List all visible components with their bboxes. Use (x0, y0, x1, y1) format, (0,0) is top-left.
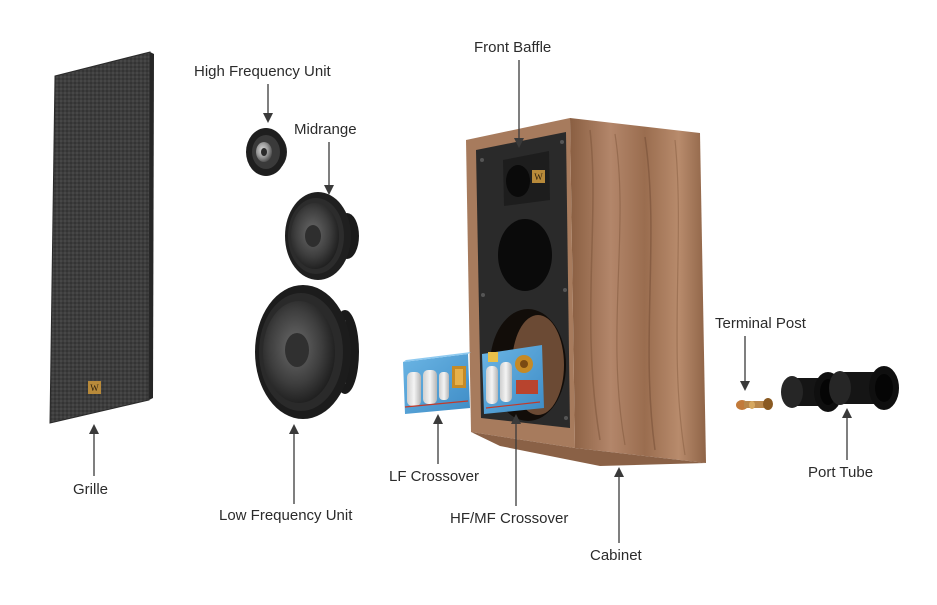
svg-text:W: W (90, 383, 99, 393)
label-midrange: Midrange (294, 121, 357, 138)
leader-lines (89, 60, 852, 543)
high-frequency-unit (246, 128, 287, 176)
label-low-frequency-unit: Low Frequency Unit (219, 507, 353, 524)
lf-crossover (403, 352, 471, 414)
grille: W (49, 51, 154, 424)
hf-mf-crossover (482, 345, 544, 414)
port-tube (781, 366, 899, 412)
arrow-up-icon (511, 414, 521, 424)
terminal-post (736, 398, 773, 410)
arrow-down-icon (514, 138, 524, 148)
arrow-down-icon (263, 113, 273, 123)
low-frequency-unit (255, 285, 359, 419)
label-hf-mf-crossover: HF/MF Crossover (450, 510, 569, 527)
midrange-unit (285, 192, 359, 280)
brand-badge-icon (532, 170, 545, 183)
label-cabinet: Cabinet (590, 547, 642, 564)
label-high-frequency-unit: High Frequency Unit (194, 63, 331, 80)
arrow-up-icon (289, 424, 299, 434)
label-grille: Grille (73, 481, 109, 498)
svg-text:W: W (534, 172, 543, 182)
arrow-up-icon (433, 414, 443, 424)
arrow-up-icon (614, 467, 624, 477)
arrow-down-icon (740, 381, 750, 391)
cabinet: W (466, 118, 706, 466)
label-terminal-post: Terminal Post (715, 315, 806, 332)
label-front-baffle: Front Baffle (474, 39, 552, 56)
arrow-up-icon (89, 424, 99, 434)
arrow-up-icon (842, 408, 852, 418)
arrow-down-icon (324, 185, 334, 195)
label-lf-crossover: LF Crossover (389, 468, 480, 485)
label-port-tube: Port Tube (808, 464, 874, 481)
brand-badge-icon (88, 381, 101, 394)
